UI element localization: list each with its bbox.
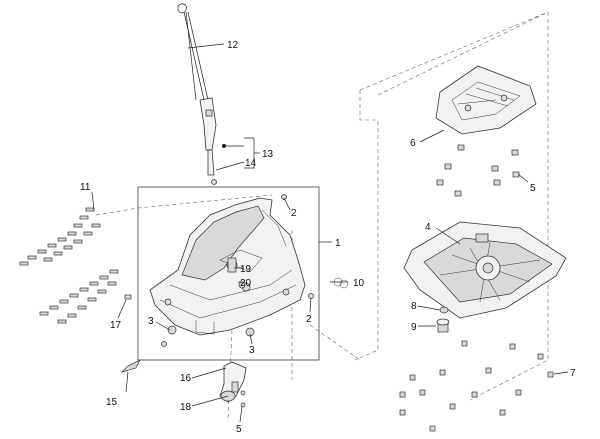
callout-7: 7 [570,368,576,379]
callout-19: 19 [240,264,252,275]
callout-1: 1 [335,238,341,249]
callout-20: 20 [240,278,252,289]
callout-2-top: 2 [291,208,297,219]
baffle-plate [435,65,537,135]
callout-5-bottom: 5 [236,424,242,435]
oil-sump-housing [149,197,306,336]
callout-12: 12 [227,40,239,51]
hardware-fasteners [19,194,349,373]
drain-plug [436,306,450,333]
housing-group-frame [137,186,320,361]
callout-8: 8 [411,301,417,312]
pan-screws [399,340,554,432]
leader-lines [91,43,569,423]
callout-13: 13 [262,149,274,160]
callout-3-right: 3 [249,345,255,356]
callout-10: 10 [353,278,365,289]
callout-11: 11 [80,182,91,193]
callout-5-right: 5 [530,183,536,194]
dipstick-assembly [177,3,217,185]
oil-pickup-tube [219,361,247,408]
callout-15: 15 [106,397,118,408]
callout-2-right: 2 [306,314,312,325]
callout-14: 14 [245,158,257,169]
baffle-screws [436,144,520,197]
callout-6: 6 [410,138,416,149]
callout-18: 18 [180,402,192,413]
callout-labels: 1 2 2 3 3 4 5 5 6 7 8 9 10 11 12 13 14 1… [80,40,576,435]
callout-17: 17 [110,320,122,331]
callout-16: 16 [180,373,192,384]
callout-4: 4 [425,222,431,233]
callout-3-left: 3 [148,316,154,327]
callout-9: 9 [411,322,417,333]
oil-pan [403,221,567,319]
